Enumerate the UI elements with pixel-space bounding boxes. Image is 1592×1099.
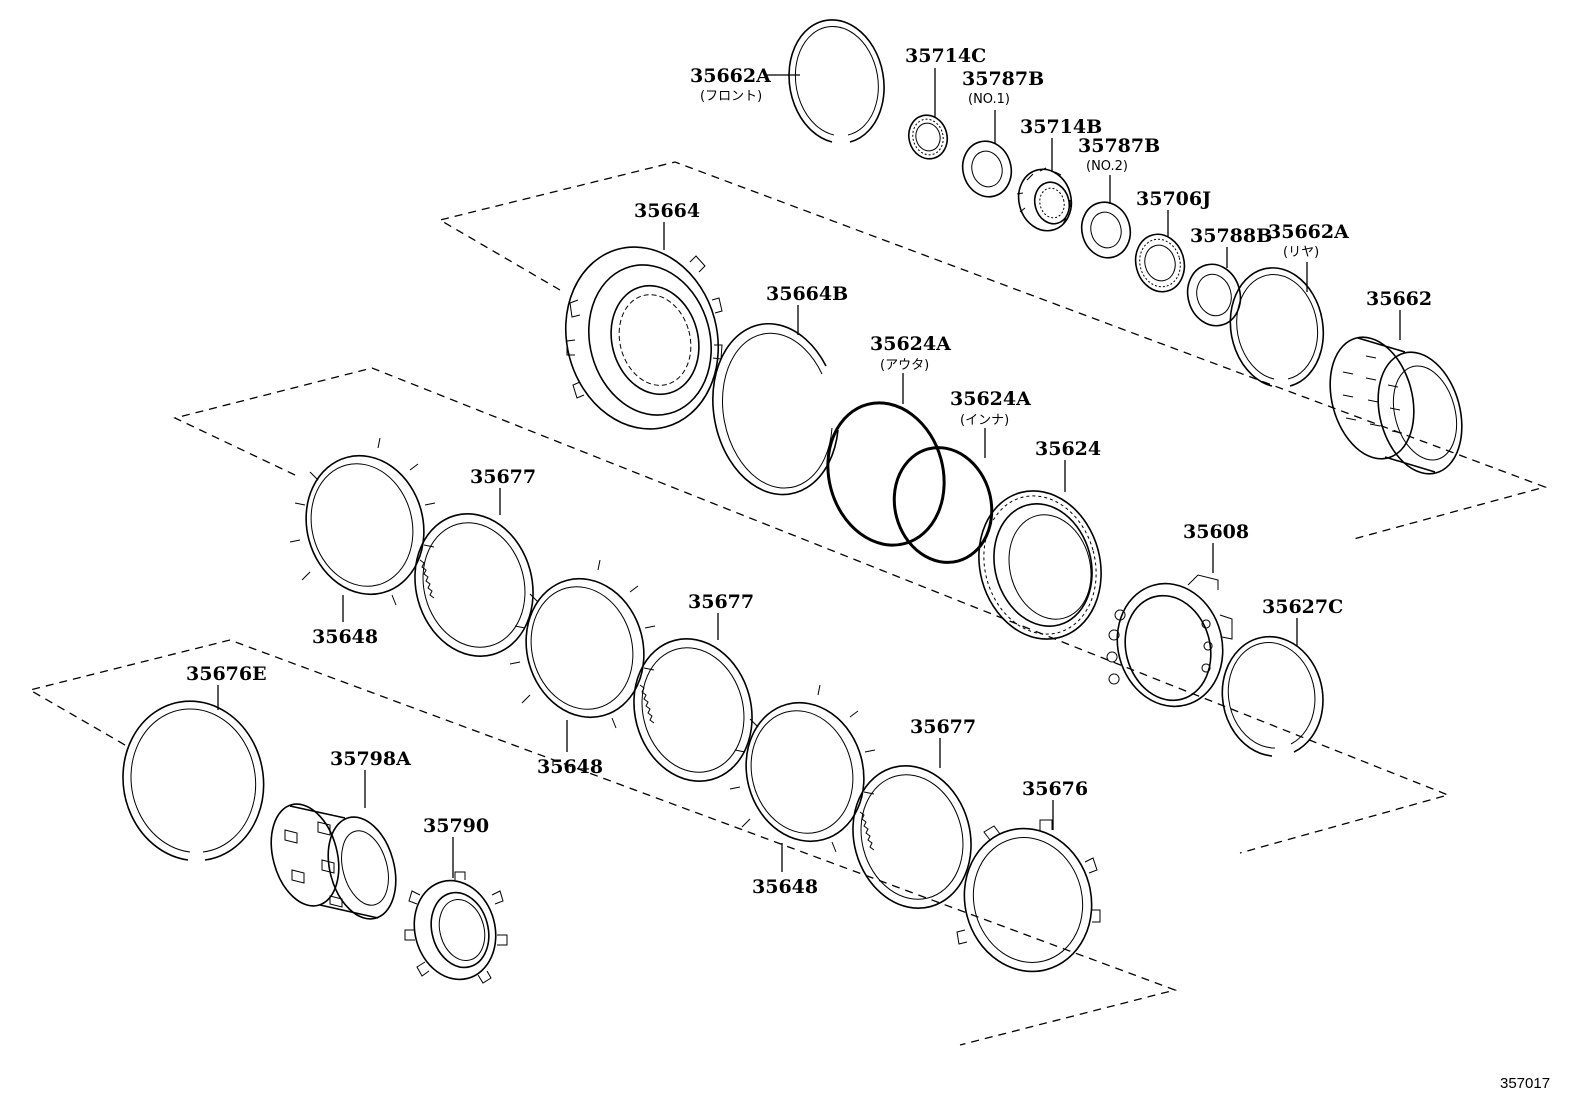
figure-number: 357017 — [1500, 1075, 1550, 1092]
callout-35662a-rear: 35662A — [1268, 221, 1349, 243]
clutch-hub-35662-part — [1329, 336, 1463, 475]
callout-35790: 35790 — [423, 815, 489, 837]
one-way-clutch-35790-part — [404, 871, 508, 984]
friction-disc-35677-c-part — [852, 765, 972, 909]
one-way-clutch-part — [1016, 167, 1073, 232]
callout-35627c: 35627C — [1262, 596, 1343, 618]
callout-35787b-no2: 35787B — [1078, 135, 1160, 157]
thrust-washer-no2-part — [1080, 201, 1132, 259]
snap-ring-35676e-part — [122, 700, 265, 861]
callout-35648-c: 35648 — [752, 876, 818, 898]
callout-35648-b: 35648 — [537, 756, 603, 778]
callout-35787b-no2-note: (NO.2) — [1086, 159, 1128, 174]
callout-35624: 35624 — [1035, 438, 1101, 460]
callout-35662: 35662 — [1366, 288, 1432, 310]
large-snap-ring-part — [712, 322, 839, 496]
callout-35624a-inner: 35624A — [950, 388, 1031, 410]
callout-35624a-inner-note: (インナ) — [960, 413, 1009, 428]
group-outlines — [28, 161, 1548, 1046]
snap-ring-35627c-part — [1221, 635, 1324, 757]
inner-o-ring-part — [892, 446, 994, 564]
callout-35677-b: 35677 — [688, 591, 754, 613]
callout-35677-a: 35677 — [470, 466, 536, 488]
return-spring-part — [1106, 574, 1233, 708]
outer-o-ring-part — [826, 401, 946, 547]
callout-35677-c: 35677 — [910, 716, 976, 738]
callout-35714c: 35714C — [905, 45, 986, 67]
callouts: 35662A (フロント) 35714C 35787B (NO.1) 35714… — [186, 45, 1432, 898]
callout-35788b: 35788B — [1190, 225, 1272, 247]
callout-35662a-front-note: (フロント) — [700, 89, 762, 104]
clutch-plate-35648-b-part — [509, 559, 656, 729]
callout-35624a-outer: 35624A — [870, 333, 951, 355]
clutch-plate-35648-a-part — [289, 437, 436, 606]
clutch-drum-35664-part — [564, 246, 723, 430]
callout-35706j: 35706J — [1136, 188, 1211, 210]
callout-35664: 35664 — [634, 200, 700, 222]
friction-disc-35677-a-part — [414, 513, 534, 657]
friction-disc-35677-b-part — [633, 638, 753, 782]
leader-lines — [217, 68, 1401, 878]
clutch-hub-35798a-part — [270, 803, 397, 920]
callout-35676: 35676 — [1022, 778, 1088, 800]
snap-ring-front-part — [788, 19, 885, 143]
callout-35662a-front: 35662A — [690, 65, 771, 87]
thrust-washer-35788b-part — [1186, 263, 1242, 327]
thrust-washer-no1-part — [961, 140, 1013, 198]
callout-35662a-rear-note: (リヤ) — [1283, 245, 1319, 260]
callout-35608: 35608 — [1183, 521, 1249, 543]
small-bearing-35714c-part — [907, 114, 949, 160]
callout-35787b-no1-note: (NO.1) — [968, 92, 1010, 107]
piston-35624-part — [978, 490, 1102, 640]
pressure-plate-35676-part — [956, 819, 1101, 973]
parts — [122, 19, 1463, 984]
callout-35798a: 35798A — [330, 748, 411, 770]
callout-35714b: 35714B — [1020, 116, 1102, 138]
snap-ring-rear-part — [1229, 267, 1325, 387]
needle-bearing-35706j-part — [1134, 233, 1186, 293]
callout-35624a-outer-note: (アウタ) — [880, 358, 929, 373]
callout-35676e: 35676E — [186, 663, 267, 685]
clutch-plate-35648-c-part — [729, 684, 876, 853]
callout-35787b-no1: 35787B — [962, 68, 1044, 90]
callout-35664b: 35664B — [766, 283, 848, 305]
callout-35648-a: 35648 — [312, 626, 378, 648]
